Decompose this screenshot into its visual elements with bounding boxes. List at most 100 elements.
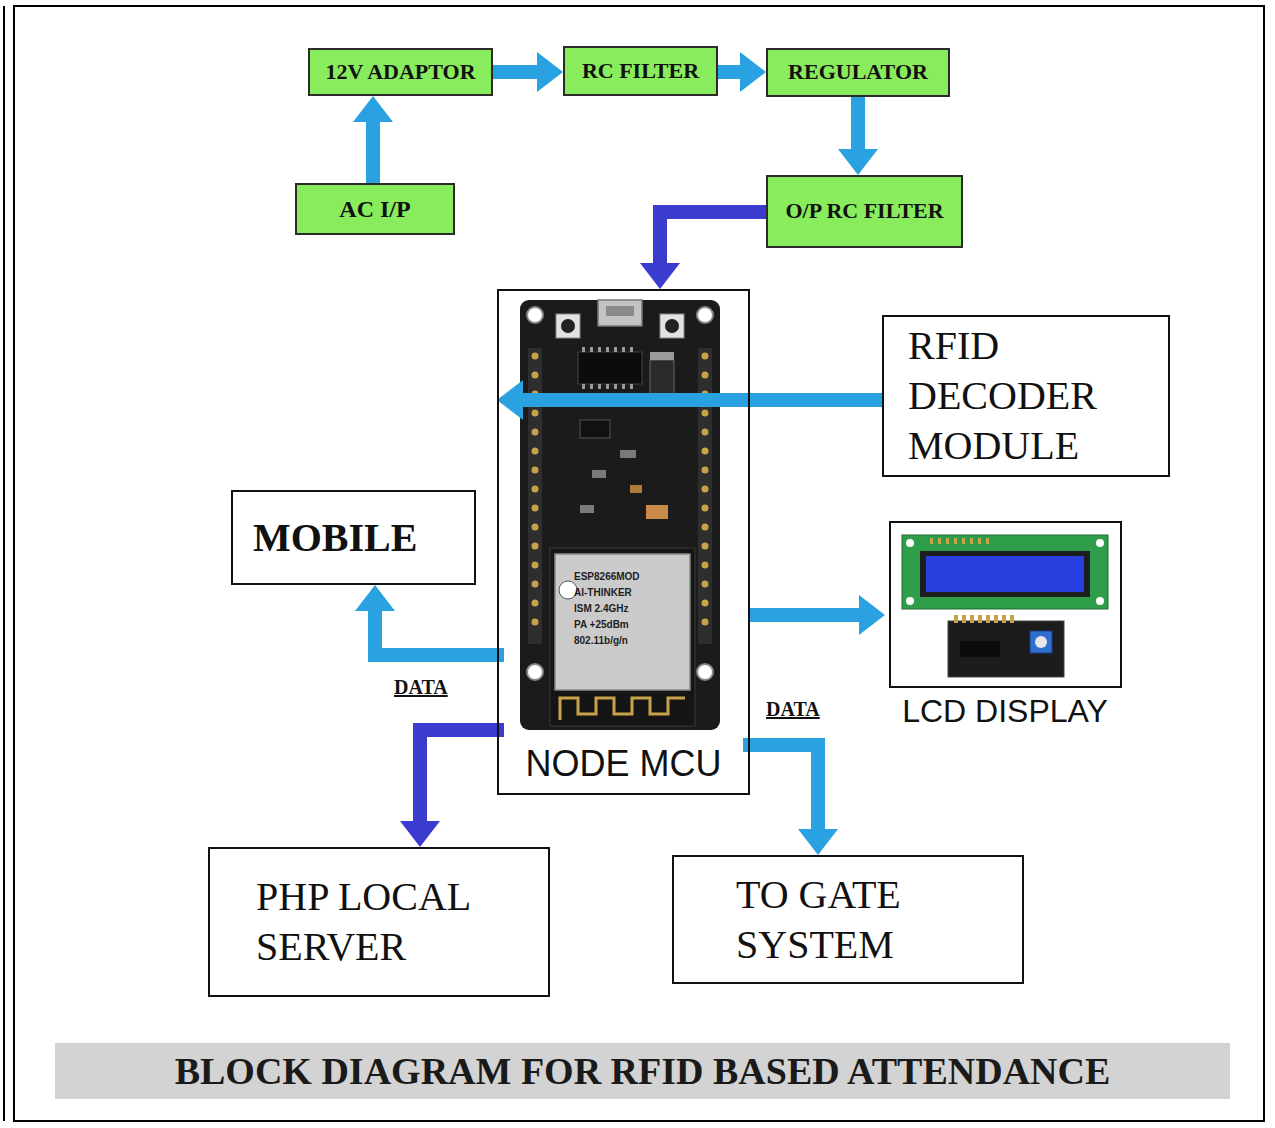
nodemcu-board-part bbox=[527, 307, 543, 323]
diagram-title: BLOCK DIAGRAM FOR RFID BASED ATTENDANCE bbox=[55, 1043, 1230, 1099]
pin-header-left-part bbox=[532, 600, 539, 607]
power-block: AC I/P bbox=[295, 183, 455, 235]
flow-arrow bbox=[640, 212, 766, 289]
pin-header-right-part bbox=[702, 505, 709, 512]
lcd-module-picture-part bbox=[948, 621, 1064, 677]
pin-header-left-part bbox=[532, 505, 539, 512]
node-text: AC I/P bbox=[339, 195, 410, 224]
node-text: TO GATE SYSTEM bbox=[736, 870, 976, 970]
nodemcu-board-part-part bbox=[606, 384, 609, 389]
nodemcu-board-part bbox=[550, 548, 695, 726]
node-text: O/P RC FILTER bbox=[785, 198, 943, 224]
arrow-head bbox=[640, 263, 680, 289]
arrow-head bbox=[838, 149, 878, 175]
nodemcu-board-part bbox=[582, 347, 633, 389]
lcd-module-picture-part-part bbox=[946, 538, 949, 544]
flow-arrow bbox=[400, 730, 497, 847]
arrow-shaft bbox=[851, 97, 865, 150]
pin-header-right-part bbox=[702, 562, 709, 569]
nodemcu-board-part bbox=[520, 300, 720, 730]
lcd-module-picture-part-part bbox=[930, 538, 933, 544]
flow-arrow bbox=[718, 52, 766, 92]
arrow-head bbox=[798, 829, 838, 855]
nodemcu-board-part bbox=[665, 319, 679, 333]
lcd-module-picture-part-part bbox=[986, 538, 989, 544]
nodemcu-board-part bbox=[578, 352, 642, 384]
nodemcu-board bbox=[520, 300, 720, 730]
nodemcu-board-part bbox=[606, 306, 634, 316]
arrow-head bbox=[497, 380, 523, 420]
data-label: DATA bbox=[392, 676, 450, 699]
arrow-shaft bbox=[718, 65, 741, 79]
nodemcu-board-part bbox=[646, 505, 668, 519]
device-box: MOBILE bbox=[231, 490, 476, 585]
lcd-module-picture bbox=[902, 535, 1108, 677]
arrow-shaft bbox=[750, 608, 860, 622]
arrow-shaft bbox=[366, 121, 380, 183]
nodemcu-board-part-part bbox=[590, 384, 593, 389]
flow-arrow bbox=[353, 96, 393, 183]
nodemcu-board-part bbox=[580, 505, 594, 513]
data-label: DATA bbox=[764, 698, 822, 721]
arrow-head bbox=[400, 821, 440, 847]
controller-box: NODE MCU bbox=[497, 289, 750, 795]
pin-header-left-part bbox=[532, 448, 539, 455]
lcd-module-picture-part-part bbox=[954, 538, 957, 544]
lcd-module-picture-part bbox=[1030, 631, 1052, 653]
power-block: REGULATOR bbox=[766, 48, 950, 97]
pin-header-right-part bbox=[702, 543, 709, 550]
pin-header-right-part bbox=[702, 486, 709, 493]
lcd-module-picture-part bbox=[902, 535, 1108, 609]
flow-arrow bbox=[493, 52, 563, 92]
pin-header-right-part bbox=[702, 353, 709, 360]
pin-header-left bbox=[528, 348, 542, 644]
arrow-shaft bbox=[750, 745, 818, 830]
power-block: 12V ADAPTOR bbox=[308, 48, 493, 96]
pin-header-right-part bbox=[702, 467, 709, 474]
lcd-module-picture-part-part bbox=[954, 615, 958, 623]
lcd-module-picture-part bbox=[930, 538, 989, 544]
pin-header-right bbox=[698, 348, 712, 644]
nodemcu-board-part-part bbox=[614, 384, 617, 389]
pin-header-right-part bbox=[702, 372, 709, 379]
pin-header-left-part bbox=[532, 429, 539, 436]
nodemcu-board-part-part bbox=[630, 347, 633, 352]
lcd-module-picture-part-part bbox=[978, 538, 981, 544]
flow-arrow bbox=[355, 585, 497, 655]
arrow-head bbox=[859, 595, 885, 635]
flow-arrow bbox=[750, 745, 838, 855]
lcd-module-picture-part-part bbox=[986, 615, 990, 623]
nodemcu-board-part bbox=[556, 314, 580, 338]
display-frame bbox=[889, 521, 1122, 688]
node-text: PHP LOCAL SERVER bbox=[256, 872, 536, 972]
lcd-module-picture-part bbox=[920, 551, 1090, 597]
lcd-module-picture-part bbox=[906, 597, 914, 605]
nodemcu-board-part bbox=[580, 420, 610, 438]
arrow-shaft bbox=[660, 212, 766, 264]
module-marking: ESP8266MOD bbox=[574, 571, 640, 582]
frame-rule bbox=[3, 6, 5, 1121]
lcd-module-picture-part bbox=[1096, 539, 1104, 547]
nodemcu-board-part-part bbox=[598, 384, 601, 389]
node-text: REGULATOR bbox=[788, 59, 928, 85]
pin-header-left-part bbox=[532, 524, 539, 531]
node-text: NODE MCU bbox=[526, 742, 722, 785]
gate-box: TO GATE SYSTEM bbox=[672, 855, 1024, 984]
server-box: PHP LOCAL SERVER bbox=[208, 847, 550, 997]
nodemcu-board-part bbox=[650, 360, 674, 396]
pin-header-left-part bbox=[532, 486, 539, 493]
lcd-module-picture-part-part bbox=[1010, 615, 1014, 623]
nodemcu-board-part-part bbox=[630, 384, 633, 389]
module-marking: 802.11b/g/n bbox=[574, 635, 628, 646]
lcd-module-picture-part bbox=[926, 556, 1084, 592]
pin-header-left-part bbox=[532, 372, 539, 379]
nodemcu-board-part-part bbox=[590, 347, 593, 352]
pin-header-right-part bbox=[702, 448, 709, 455]
pin-header-left-part bbox=[532, 581, 539, 588]
display-box: LCD DISPLAY bbox=[885, 521, 1125, 730]
lcd-module-picture-part-part bbox=[970, 615, 974, 623]
nodemcu-board-part-part bbox=[582, 347, 585, 352]
pin-header-right-part bbox=[702, 619, 709, 626]
